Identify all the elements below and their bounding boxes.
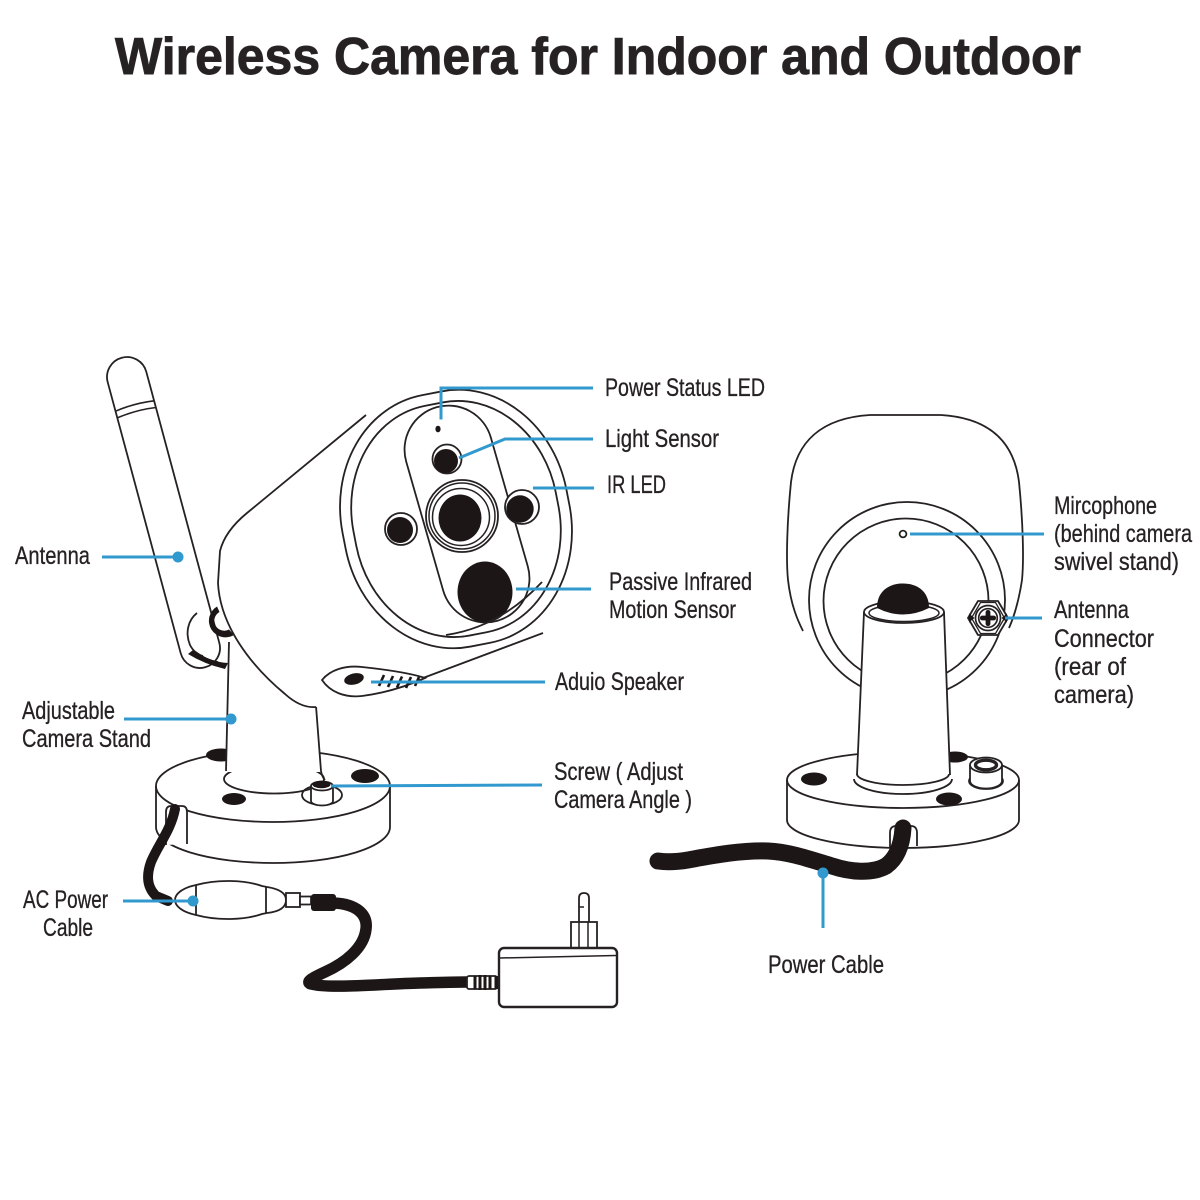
svg-text:Screw ( Adjust: Screw ( Adjust (554, 758, 683, 786)
svg-text:Aduio Speaker: Aduio Speaker (555, 668, 684, 696)
svg-text:Antenna: Antenna (15, 542, 90, 570)
svg-text:Connector: Connector (1054, 625, 1154, 653)
svg-text:Camera Angle ): Camera Angle ) (554, 786, 692, 814)
svg-text:Power Cable: Power Cable (768, 951, 884, 979)
svg-text:Antenna: Antenna (1054, 596, 1129, 624)
svg-text:(behind camera: (behind camera (1054, 520, 1192, 548)
svg-text:camera): camera) (1054, 681, 1134, 709)
svg-text:Adjustable: Adjustable (22, 697, 115, 725)
svg-text:swivel stand): swivel stand) (1054, 548, 1179, 576)
svg-text:Passive Infrared: Passive Infrared (609, 568, 752, 596)
svg-text:Light Sensor: Light Sensor (605, 425, 719, 453)
svg-text:Motion Sensor: Motion Sensor (609, 596, 736, 624)
svg-text:(rear of: (rear of (1054, 653, 1126, 681)
svg-text:AC Power: AC Power (23, 886, 108, 914)
svg-text:Wireless Camera for Indoor and: Wireless Camera for Indoor and Outdoor (115, 28, 1081, 86)
svg-text:IR LED: IR LED (607, 471, 666, 499)
svg-text:Camera Stand: Camera Stand (22, 725, 151, 753)
svg-text:Mircophone: Mircophone (1054, 492, 1157, 520)
svg-text:Cable: Cable (43, 914, 93, 942)
svg-text:Power Status LED: Power Status LED (605, 374, 765, 402)
